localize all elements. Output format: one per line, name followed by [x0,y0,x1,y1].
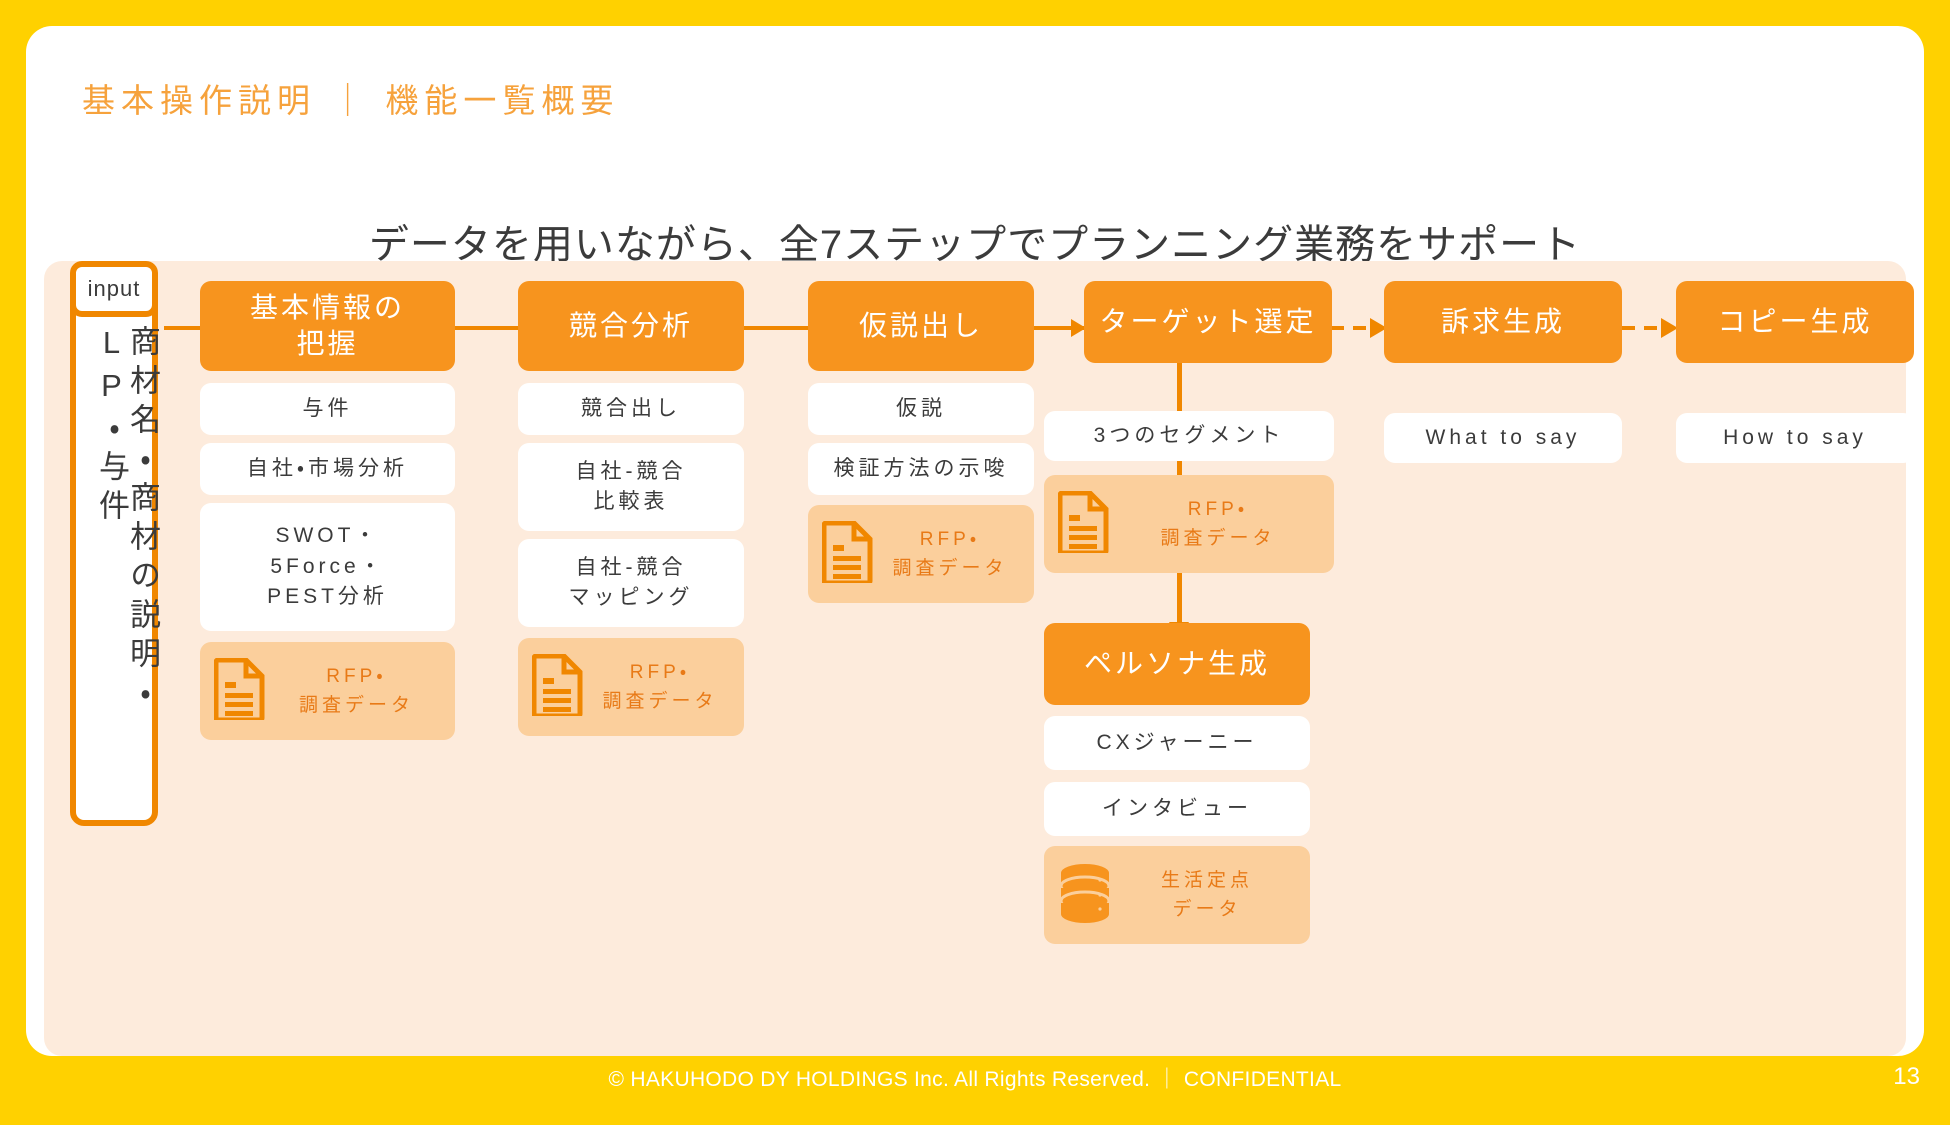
connector-step3-to-step4 [1034,319,1086,337]
data-chip-step4[interactable]: RFP・ 調査データ [1044,475,1334,573]
chip-step6-0[interactable]: What to say [1384,413,1622,463]
connector-step4-to-step5-arrow [1169,573,1189,639]
slide-card: 基本操作説明 ｜ 機能一覧概要 データを用いながら、全7ステップでプランニング業… [26,26,1924,1056]
data-chip-step3[interactable]: RFP・ 調査データ [808,505,1034,603]
data-chip-step2[interactable]: RFP・ 調査データ [518,638,744,736]
process-diagram-panel: input 商材名・商材の説明・LP・与件 基本情報の 把握 与件 自社・市場分… [44,261,1914,1056]
step-header-step3[interactable]: 仮説出し [808,281,1034,371]
step-header-step6[interactable]: 訴求生成 [1384,281,1622,363]
database-icon [1058,862,1112,929]
chip-step2-1[interactable]: 自社-競合 比較表 [518,443,744,531]
chip-step1-1[interactable]: 自社・市場分析 [200,443,455,495]
data-chip-step5-label: 生活定点 データ [1160,869,1253,920]
chip-step4-0[interactable]: 3つのセグメント [1044,411,1334,461]
chip-step1-2[interactable]: SWOT・ 5Force・ PEST分析 [200,503,455,631]
data-chip-step4-label: RFP・ 調査データ [1160,498,1276,549]
chip-step5-1[interactable]: インタビュー [1044,782,1310,836]
chip-step2-0[interactable]: 競合出し [518,383,744,435]
data-chip-step5[interactable]: 生活定点 データ [1044,846,1310,944]
data-chip-step1-label: RFP・ 調査データ [298,665,414,716]
document-icon [531,653,584,721]
data-chip-step2-label: RFP・ 調査データ [602,661,718,712]
connector-step4-vertical-segment-a [1177,362,1182,412]
step-header-step7[interactable]: コピー生成 [1676,281,1914,363]
step-header-step4[interactable]: ターゲット選定 [1084,281,1332,363]
connector-input-to-step1 [164,326,200,330]
input-badge: input [70,261,158,317]
data-chip-step3-label: RFP・ 調査データ [892,528,1008,579]
connector-step4-to-step6 [1331,318,1387,338]
chip-step3-1[interactable]: 検証方法の示唆 [808,443,1034,495]
connector-step6-to-step7 [1622,318,1678,338]
page-title: 基本操作説明 ｜ 機能一覧概要 [82,82,620,119]
step-header-step2[interactable]: 競合分析 [518,281,744,371]
chip-step5-0[interactable]: CXジャーニー [1044,716,1310,770]
footer-copyright: © HAKUHODO DY HOLDINGS Inc. All Rights R… [608,1068,1342,1091]
chip-step3-0[interactable]: 仮説 [808,383,1034,435]
connector-step1-to-step2 [454,326,518,330]
document-icon [821,520,874,588]
connector-step2-to-step3 [744,326,808,330]
document-icon [213,657,266,725]
input-frame [70,281,158,826]
input-description: 商材名・商材の説明・LP・与件 [94,325,160,715]
chip-step2-2[interactable]: 自社-競合 マッピング [518,539,744,627]
data-chip-step1[interactable]: RFP・ 調査データ [200,642,455,740]
step-header-step5[interactable]: ペルソナ生成 [1044,623,1310,705]
chip-step1-0[interactable]: 与件 [200,383,455,435]
page-number: 13 [1893,1063,1920,1090]
step-header-step1[interactable]: 基本情報の 把握 [200,281,455,371]
headline: データを用いながら、全7ステップでプランニング業務をサポート [368,223,1582,267]
document-icon [1057,490,1110,558]
chip-step7-0[interactable]: How to say [1676,413,1914,463]
